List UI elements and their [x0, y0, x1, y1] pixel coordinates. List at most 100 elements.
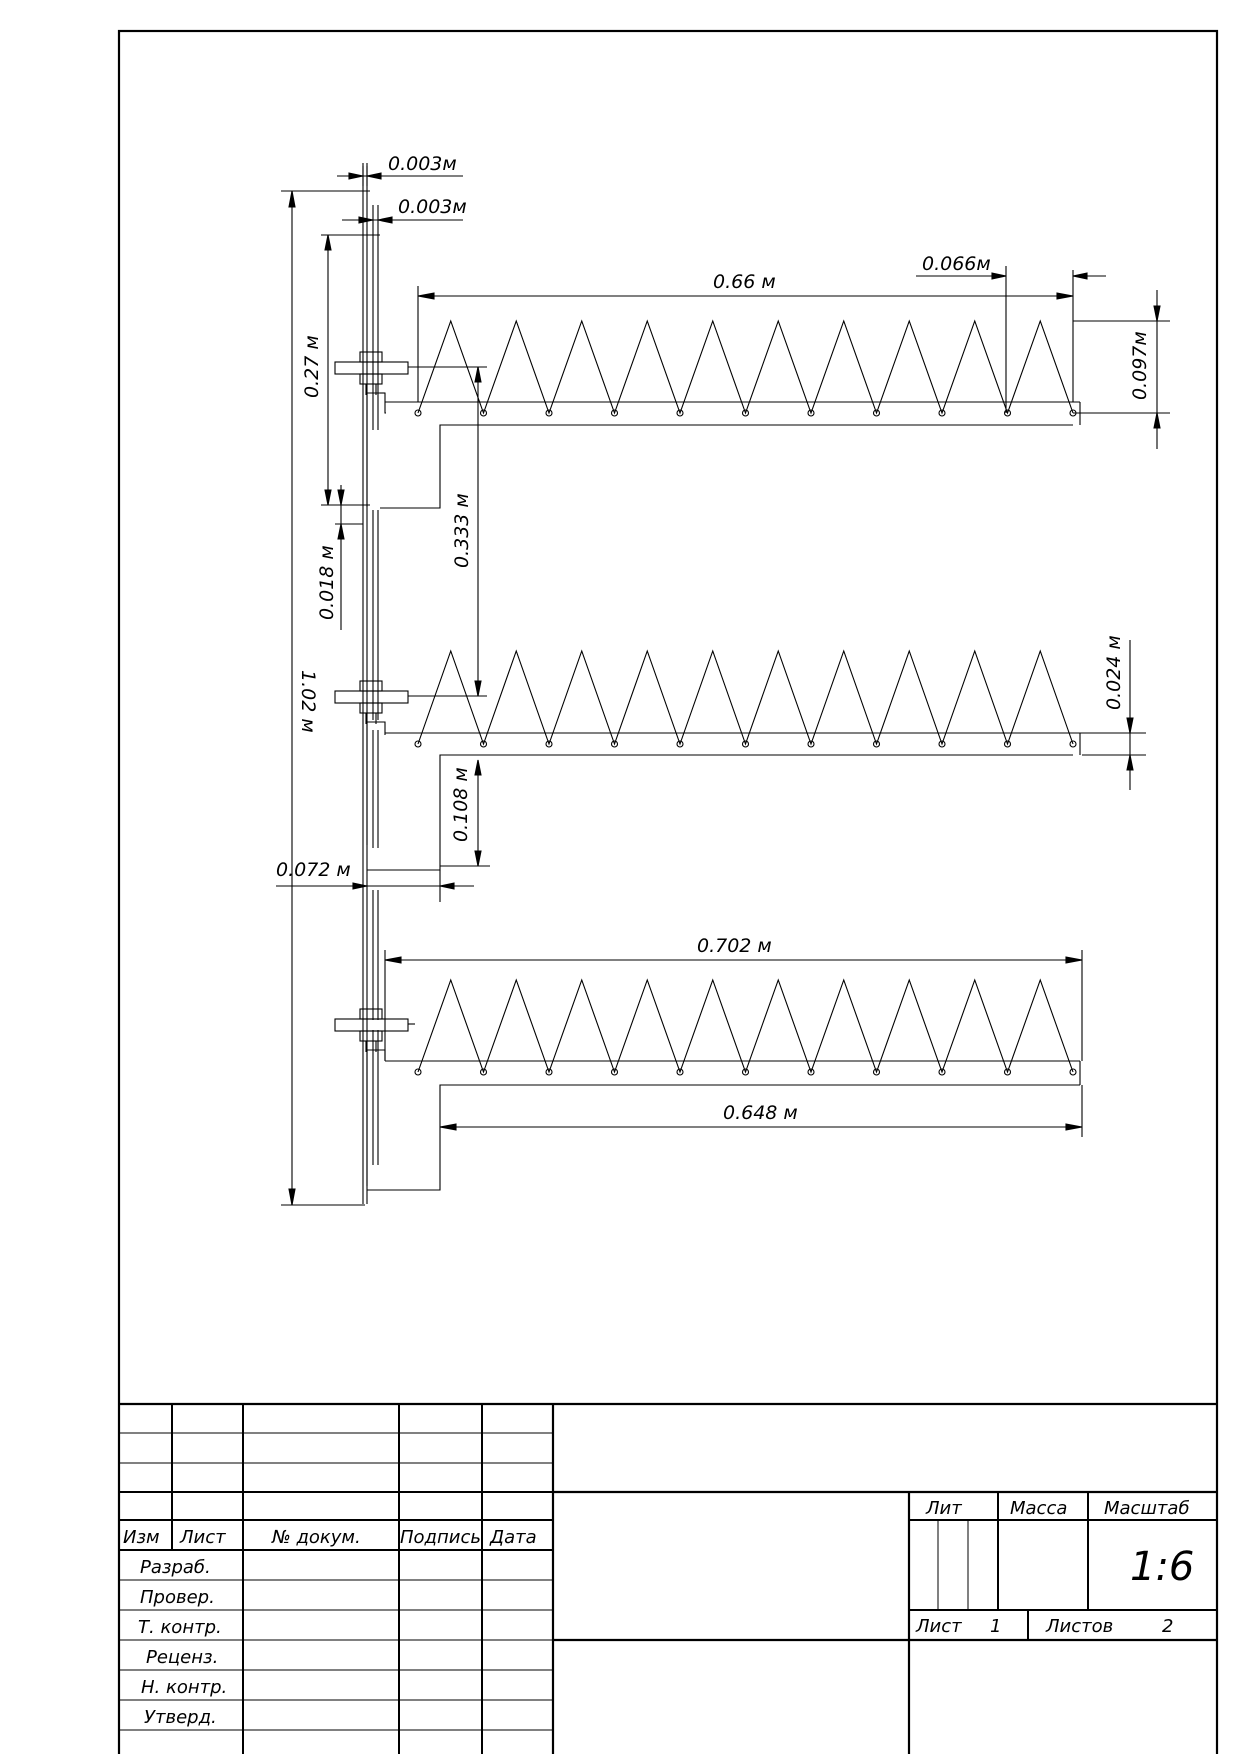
role-utverd: Утверд. [144, 1707, 217, 1728]
electrode-plate-2 [385, 732, 1081, 755]
mounting-hole [872, 1068, 881, 1076]
mounting-hole [676, 740, 684, 748]
label-0-333: 0.333 м [451, 493, 473, 568]
clamp-1 [334, 351, 409, 395]
teeth-row-1 [414, 319, 1077, 417]
dimension-0-648 [439, 1085, 1083, 1137]
mounting-hole [741, 740, 750, 748]
mounting-hole [807, 740, 815, 748]
header-date: Дата [489, 1527, 537, 1548]
mounting-hole [676, 409, 684, 417]
mounting-hole [545, 740, 553, 748]
label-0-27: 0.27 м [301, 335, 323, 398]
header-izm: Изм [123, 1527, 160, 1548]
mounting-hole [479, 409, 488, 417]
dimension-1-02 [281, 190, 370, 1206]
bracket-1 [366, 392, 1073, 509]
dimension-0-003-top [337, 166, 463, 186]
mounting-hole [545, 409, 553, 417]
title-block-labels: Изм Лист № докум. Подпись Дата Разраб. П… [123, 1498, 1194, 1728]
role-n-kontr: Н. контр. [141, 1677, 227, 1698]
mounting-hole [872, 409, 881, 417]
title-block [119, 1402, 1217, 1754]
mounting-hole [414, 1068, 422, 1076]
header-list: Лист [179, 1527, 226, 1548]
clamp-3 [334, 1008, 409, 1052]
dimension-0-108 [440, 759, 490, 867]
electrode-assembly-drawing [276, 163, 1170, 1206]
bracket-2 [366, 721, 1073, 871]
mounting-hole [807, 1068, 815, 1076]
mounting-hole [1003, 1068, 1012, 1076]
sheet-number: 1 [990, 1616, 1001, 1637]
mounting-hole [479, 1068, 488, 1076]
tooth-zigzag [417, 978, 1074, 1074]
header-signature: Подпись [400, 1527, 481, 1548]
mounting-hole [1003, 409, 1012, 417]
role-prover: Провер. [140, 1587, 215, 1608]
mounting-hole [741, 1068, 750, 1076]
dimension-0-024 [1073, 640, 1146, 790]
dimension-0-072 [276, 870, 474, 902]
tooth-zigzag [417, 649, 1074, 746]
mounting-hole [938, 740, 946, 748]
mounting-hole [545, 1068, 553, 1076]
tooth-zigzag [417, 319, 1074, 415]
mounting-hole [414, 740, 422, 748]
teeth-row-3 [414, 978, 1077, 1076]
mounting-hole [610, 740, 619, 748]
mounting-hole [610, 1068, 619, 1076]
mounting-hole [479, 740, 488, 748]
dimension-labels: 0.003м 0.003м 0.66 м 0.066м 0.097м 0.27 … [276, 153, 1151, 1124]
dimension-0-333 [474, 366, 482, 697]
dimension-0-66 [417, 270, 1074, 402]
label-0-097: 0.097м [1129, 331, 1151, 400]
mounting-hole [610, 409, 619, 417]
mounting-hole [1069, 740, 1077, 748]
role-t-kontr: Т. контр. [138, 1617, 222, 1638]
label-0-072: 0.072 м [276, 859, 351, 881]
label-0-702: 0.702 м [697, 935, 772, 957]
mounting-hole [938, 1068, 946, 1076]
electrode-plate-3 [385, 1060, 1081, 1085]
mounting-hole [676, 1068, 684, 1076]
mounting-hole [741, 409, 750, 417]
mounting-hole [807, 409, 815, 417]
sheet-label: Лист [915, 1616, 962, 1637]
sheets-label: Листов [1045, 1616, 1113, 1637]
dimension-0-702 [384, 950, 1083, 1061]
dimension-0-097 [1073, 290, 1170, 449]
mass-label: Масса [1010, 1498, 1067, 1519]
label-0-066: 0.066м [922, 253, 991, 275]
label-0-648: 0.648 м [723, 1102, 798, 1124]
electrode-plate-1 [385, 401, 1081, 425]
label-0-108: 0.108 м [450, 767, 472, 842]
mounting-hole [1003, 740, 1012, 748]
mounting-hole [872, 740, 881, 748]
dimension-0-003-second [342, 216, 463, 224]
label-0-003-second: 0.003м [398, 196, 467, 218]
sheet-frame [117, 29, 1219, 1754]
teeth-row-2 [414, 649, 1077, 748]
dimension-0-27 [321, 234, 380, 506]
label-1-02: 1.02 м [297, 670, 319, 733]
role-recenz: Реценз. [146, 1647, 218, 1668]
lit-label: Лит [925, 1498, 962, 1519]
clamp-2 [334, 680, 409, 724]
dimension-0-018 [335, 485, 363, 630]
dimension-0-066 [916, 266, 1106, 413]
label-0-024: 0.024 м [1103, 635, 1125, 710]
role-razrab: Разраб. [140, 1557, 211, 1578]
label-0-018: 0.018 м [316, 545, 338, 620]
sheets-total: 2 [1162, 1616, 1173, 1637]
header-doc-no: № докум. [271, 1527, 361, 1548]
scale-label: Масштаб [1104, 1498, 1190, 1519]
mounting-hole [1069, 1068, 1077, 1076]
mounting-hole [938, 409, 946, 417]
mounting-hole [414, 409, 422, 417]
label-0-66: 0.66 м [713, 271, 776, 293]
scale-value: 1:6 [1130, 1544, 1194, 1590]
teeth-layer [414, 319, 1077, 1076]
label-0-003-top: 0.003м [388, 153, 457, 175]
